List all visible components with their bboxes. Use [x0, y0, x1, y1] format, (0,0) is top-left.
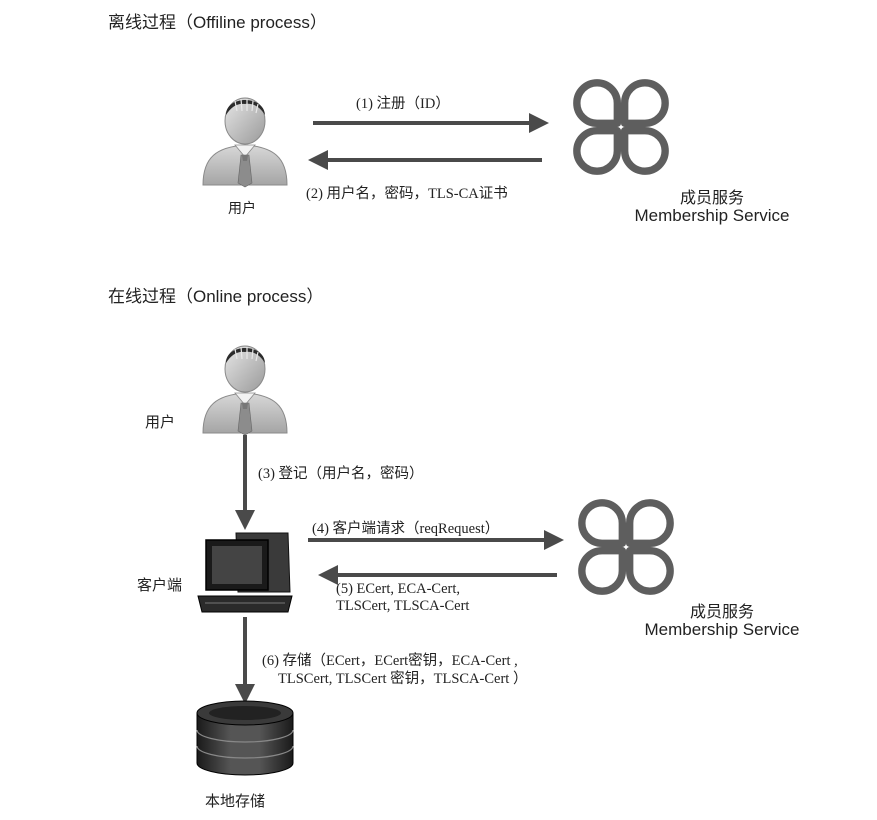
client-computer-icon	[197, 532, 293, 613]
online-user-label: 用户	[145, 414, 176, 431]
offline-section-title: 离线过程（Offiline process）	[108, 13, 327, 32]
offline-step2-label: (2) 用户名，密码，TLS-CA证书	[306, 186, 508, 202]
offline-service-label-en: Membership Service	[634, 206, 790, 225]
offline-step1-label: (1) 注册（ID）	[356, 96, 450, 112]
online-user-icon	[202, 345, 288, 436]
online-service-label-en: Membership Service	[644, 620, 800, 639]
online-step5-line1: (5) ECert, ECA-Cert,	[336, 581, 461, 597]
online-step5-line2: TLSCert, TLSCA-Cert	[336, 598, 470, 614]
online-step6-line1: (6) 存储（ECert，ECert密钥，ECA-Cert ,	[262, 653, 518, 669]
online-storage-label: 本地存储	[205, 793, 266, 810]
online-step3-label: (3) 登记（用户名，密码）	[258, 466, 424, 482]
online-service-label-cn: 成员服务	[689, 604, 754, 621]
online-step4-label: (4) 客户端请求（reqRequest）	[312, 521, 500, 537]
online-client-label: 客户端	[137, 577, 183, 594]
database-icon	[196, 700, 294, 776]
offline-membership-service-logo-icon	[577, 83, 665, 171]
offline-service-label-cn: 成员服务	[679, 190, 744, 207]
offline-user-label: 用户	[228, 200, 256, 216]
offline-user-icon	[202, 97, 288, 188]
online-step6-line2: TLSCert, TLSCert 密钥，TLSCA-Cert ）	[278, 671, 528, 687]
online-membership-service-logo-icon	[582, 503, 670, 591]
online-section-title: 在线过程（Online process）	[108, 287, 324, 306]
